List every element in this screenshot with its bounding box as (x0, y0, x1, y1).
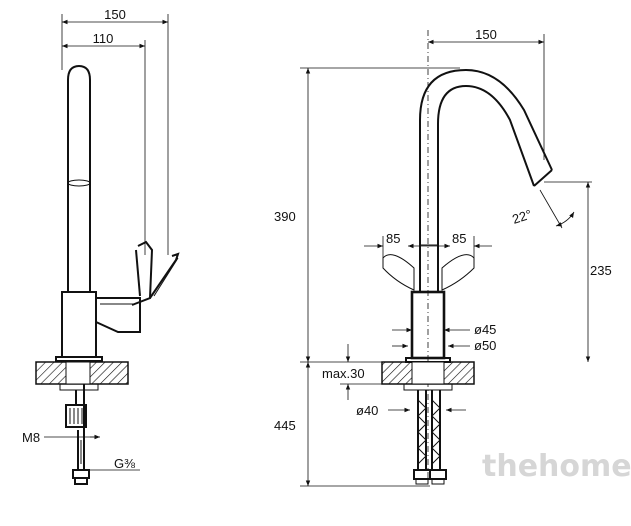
dimension-side-110-label: 110 (93, 31, 114, 46)
front-view: 150 390 445 22° (274, 27, 612, 487)
watermark-logo: thehome (482, 449, 631, 484)
dimension-85-left-label: 85 (386, 231, 400, 246)
dimension-side-150-label: 150 (104, 7, 126, 22)
dimension-d45-label: ø45 (474, 322, 496, 337)
dimension-235-label: 235 (590, 263, 612, 278)
side-view: 150 110 (22, 7, 180, 485)
thread-g38-label: G⅜ (114, 456, 135, 471)
dimension-d40: ø40 (356, 403, 466, 418)
front-lever-handle (382, 254, 475, 291)
angle-22: 22° (510, 181, 592, 229)
side-shank (59, 383, 99, 485)
thread-m8: M8 (22, 430, 100, 445)
dimension-diameters: ø45 ø50 (392, 322, 496, 353)
dimension-235: 235 (585, 182, 612, 362)
angle-22-label: 22° (510, 207, 533, 227)
side-lever-handle (131, 240, 180, 306)
dimension-max30: max.30 (322, 344, 384, 400)
dimension-front-150: 150 (428, 27, 545, 160)
dimension-side-110: 110 (61, 31, 145, 49)
dimension-d50-label: ø50 (474, 338, 496, 353)
dimension-d40-label: ø40 (356, 403, 378, 418)
side-spout (67, 64, 91, 292)
dimension-max30-label: max.30 (322, 366, 365, 381)
dimension-390-label: 390 (274, 209, 296, 224)
thread-g38: G⅜ (90, 456, 140, 471)
side-body (55, 291, 141, 362)
dimension-390: 390 (274, 67, 460, 362)
front-shank-hoses (403, 383, 453, 485)
dimension-front-150-label: 150 (475, 27, 497, 42)
dimension-445-label: 445 (274, 418, 296, 433)
front-gooseneck-spout (419, 68, 553, 292)
dimension-85-right-label: 85 (452, 231, 466, 246)
dimension-side-150: 150 (61, 7, 168, 25)
thread-m8-label: M8 (22, 430, 40, 445)
dimension-85-85: 85 85 (364, 231, 492, 268)
